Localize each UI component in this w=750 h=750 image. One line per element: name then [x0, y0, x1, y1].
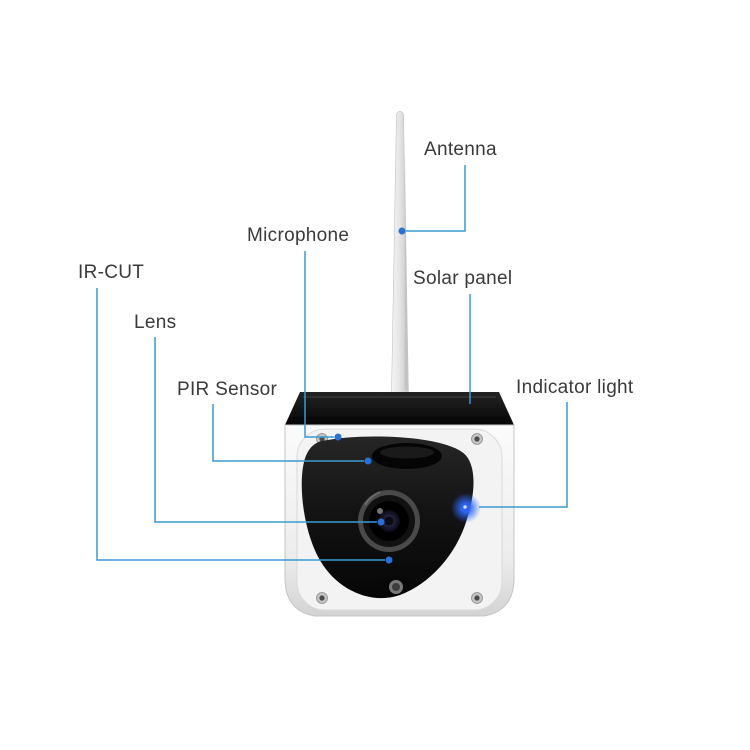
callout-dot-pir-sensor: [364, 457, 372, 465]
callout-line-ir-cut: [96, 288, 385, 561]
light-sensor-graphic: [389, 580, 403, 594]
antenna-graphic: [391, 110, 409, 396]
camera-body-graphic: [284, 424, 515, 617]
screw-icon: [316, 592, 328, 604]
callout-dot-antenna: [398, 227, 406, 235]
label-ir-cut: IR-CUT: [78, 262, 145, 283]
callout-line-microphone: [304, 251, 334, 438]
label-microphone: Microphone: [247, 225, 350, 246]
callout-dot-ir-cut: [385, 556, 393, 564]
screw-icon: [471, 592, 483, 604]
label-solar-panel: Solar panel: [413, 268, 513, 289]
pir-sensor-graphic: [372, 443, 442, 469]
label-pir-sensor: PIR Sensor: [177, 379, 278, 400]
label-antenna: Antenna: [424, 139, 497, 160]
callout-line-lens: [154, 337, 377, 523]
callout-dot-lens: [377, 518, 385, 526]
callout-line-antenna: [406, 165, 466, 232]
callout-lines: [96, 165, 568, 564]
callout-line-indicator-light: [479, 402, 568, 508]
lens-graphic: [358, 490, 420, 552]
callout-dot-microphone: [334, 433, 342, 441]
callout-line-pir-sensor: [212, 404, 364, 462]
indicator-light-graphic: [451, 493, 481, 523]
label-indicator-light: Indicator light: [516, 377, 634, 398]
label-lens: Lens: [134, 312, 177, 333]
solar-panel-graphic: [285, 392, 514, 425]
screw-icon: [471, 433, 483, 445]
